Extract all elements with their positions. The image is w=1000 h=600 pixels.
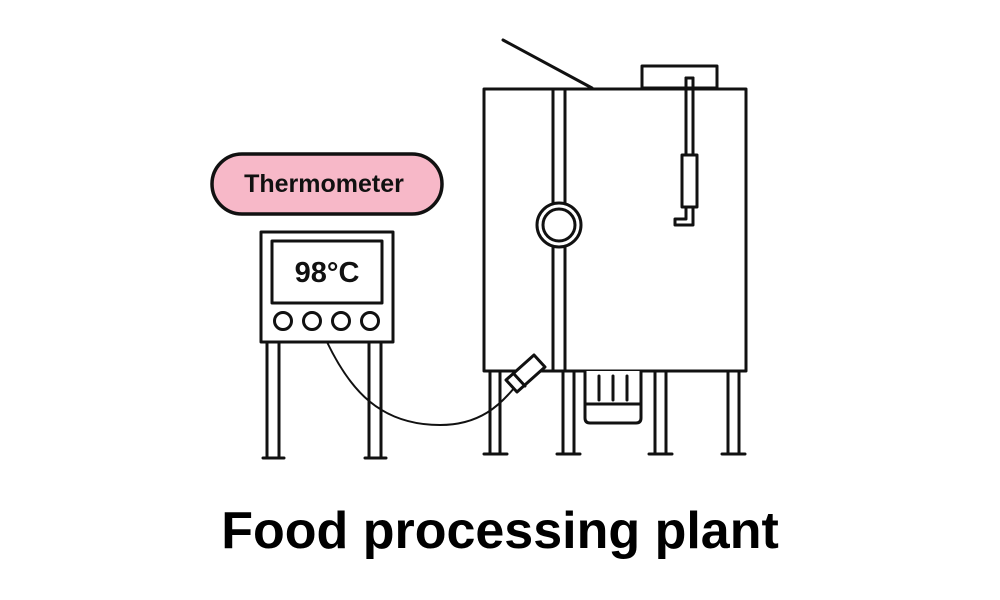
temperature-reading: 98°C [295,257,360,289]
vessel-drain-unit [583,369,643,425]
diagram-caption: Food processing plant [221,502,779,560]
thermometer-buttons [273,311,380,331]
probe-cable [326,341,516,426]
vessel-legs [482,369,747,456]
thermometer-label-badge: Thermometer [210,152,444,216]
thermometer-label-text: Thermometer [244,170,404,198]
processing-vessel [482,38,748,456]
thermometer-device: 98°C [259,230,395,460]
thermometer-stand [261,340,388,460]
vessel-pipe [673,76,699,227]
probe-tip [504,353,547,394]
thermometer-display [270,239,384,305]
